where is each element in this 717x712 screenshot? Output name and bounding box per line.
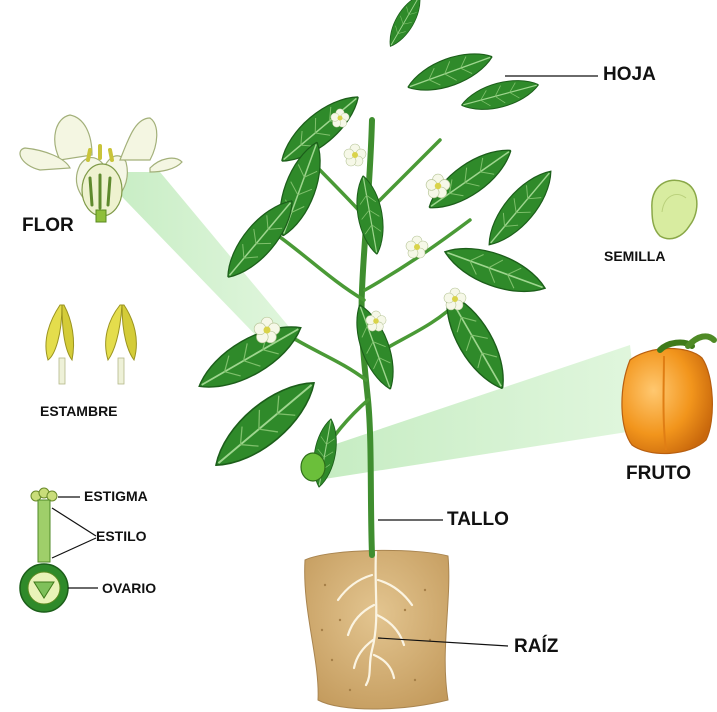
estilo-line-2 bbox=[52, 538, 96, 558]
label-semilla: SEMILLA bbox=[604, 248, 665, 264]
label-estigma: ESTIGMA bbox=[84, 488, 148, 504]
soil-block bbox=[305, 550, 449, 709]
label-tallo: TALLO bbox=[447, 509, 509, 531]
pistil bbox=[20, 488, 68, 612]
label-flor: FLOR bbox=[22, 215, 74, 237]
seed bbox=[652, 180, 697, 239]
bell-pepper bbox=[622, 336, 714, 453]
small-fruit bbox=[301, 453, 325, 481]
label-estilo: ESTILO bbox=[96, 528, 147, 544]
label-ovario: OVARIO bbox=[102, 580, 156, 596]
label-estambre: ESTAMBRE bbox=[40, 403, 118, 419]
stamens bbox=[46, 305, 136, 384]
label-raiz: RAÍZ bbox=[514, 636, 558, 658]
label-fruto: FRUTO bbox=[626, 463, 691, 485]
label-hoja: HOJA bbox=[603, 64, 656, 86]
estilo-line-1 bbox=[52, 508, 96, 536]
